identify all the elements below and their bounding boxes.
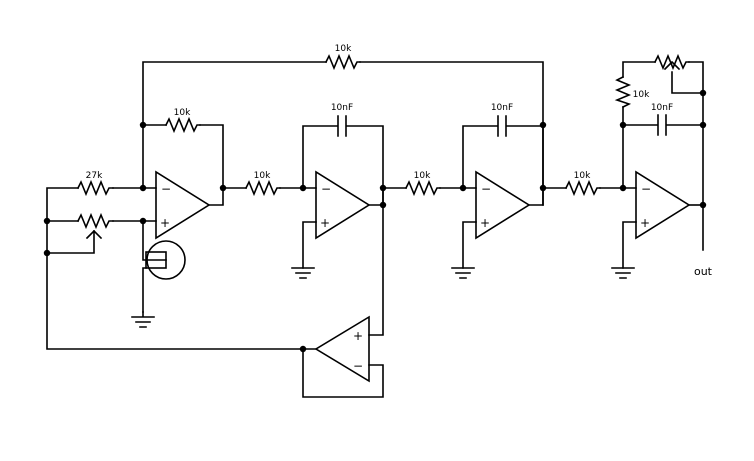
junction [43,249,51,257]
junction [459,184,467,192]
opamps [155,170,691,383]
junction [379,184,387,192]
grounds [131,267,635,328]
junction [699,121,707,129]
label-c-2: 10nF [491,103,513,113]
photo-sensor-body [146,240,186,280]
resistor-vertical [614,75,632,109]
wire-buffer-feedback [302,348,384,398]
wire-int2-cap [462,125,544,206]
wire-pot-wiper [46,230,95,254]
opamp-4-minus: − [641,182,651,196]
capacitor-3 [657,114,667,136]
resistor-23 [404,179,441,197]
resistor-top [324,53,361,71]
opamp-3-plus: + [480,216,490,230]
opamp-1 [155,170,211,240]
wire-opamp1-feedback [142,124,224,189]
resistor-fb1 [164,116,201,134]
wire-stage1-2 [208,187,317,206]
wire-int1-cap [302,125,384,206]
wire-bottom-return [46,252,317,350]
potentiometer-feedback-wiper [663,60,681,71]
opamp-1-minus: − [161,182,171,196]
junction [699,201,707,209]
junction [139,184,147,192]
junction [619,184,627,192]
opamp-4-plus: + [640,216,650,230]
capacitors [337,114,667,137]
label-r-top: 10k [335,44,352,54]
label-r-in: 27k [86,171,103,181]
wires [46,61,704,398]
wire-int2-ground [462,221,477,269]
resistor-12 [244,179,281,197]
photo-sensor [145,240,186,280]
junction [379,201,387,209]
junction [43,217,51,225]
potentiometer-feedback [653,53,690,71]
opamp-pin-signs: − + − + − + − + + − [160,182,651,373]
label-r-23: 10k [414,171,431,181]
opamp-2-plus: + [320,216,330,230]
label-r-12: 10k [254,171,271,181]
ground-sensor [131,311,155,328]
potentiometer-input-body [76,212,114,230]
junction [619,121,627,129]
potentiometer-input-wiper [85,229,103,240]
wire-int1-ground [302,221,317,269]
wire-stage2-3 [368,187,477,206]
ground-int1 [291,267,315,279]
ground-int2 [451,267,475,279]
wire-input-27k [46,187,157,254]
junctions [43,89,707,353]
wire-stage3-4 [528,187,637,206]
label-r-fb1: 10k [174,108,191,118]
junction [139,121,147,129]
junction [139,217,147,225]
wire-pot2-wiper [671,71,704,94]
opamp-2 [315,170,371,240]
resistor-in-27k [76,179,114,197]
label-c-1: 10nF [331,103,353,113]
ground-stage4 [611,267,635,279]
component-labels: 10k 10k 27k 10k 10nF 10k 10nF 10k 10k 10… [86,44,674,181]
opamp-4 [635,170,691,240]
opamp-buffer [314,315,370,383]
label-r-out: 10k [633,90,650,100]
photo-sensor-element [145,251,167,269]
wire-stage4-ground [622,221,637,269]
junction [699,89,707,97]
opamp-2-minus: − [321,182,331,196]
resistor-34 [564,179,601,197]
junction [219,184,227,192]
opamp-1-plus: + [160,216,170,230]
capacitor-1 [337,115,347,137]
resistors [76,53,632,197]
potentiometer-input [76,212,114,240]
capacitor-2 [497,115,507,137]
label-c-3: 10nF [651,103,673,113]
wire-stage4-feedback [622,61,704,251]
opamp-3 [475,170,531,240]
junction [299,184,307,192]
potentiometer-feedback-body [653,53,690,71]
junction [299,345,307,353]
output-label: out [694,265,713,278]
opamp-buffer-minus: − [353,359,363,373]
junction [539,184,547,192]
label-r-34: 10k [574,171,591,181]
wire-buffer-in [368,204,384,336]
opamp-buffer-plus: + [353,329,363,343]
junction [539,121,547,129]
wire-sensor [142,220,167,313]
opamp-3-minus: − [481,182,491,196]
